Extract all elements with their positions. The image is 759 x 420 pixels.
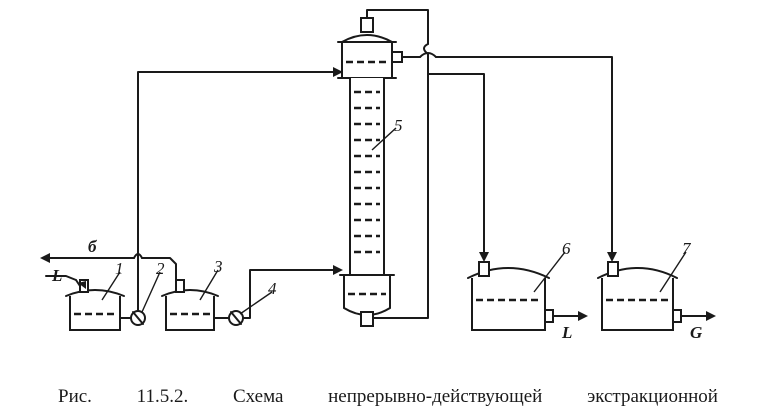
- stream-label-feed: L: [51, 266, 62, 285]
- label-5: 5: [394, 116, 403, 135]
- transfer-pump: [213, 310, 244, 326]
- stream-label-extract: G: [690, 323, 703, 342]
- label-3: 3: [213, 257, 223, 276]
- label-4: 4: [268, 279, 277, 298]
- caption-word: непрерывно-действующей: [328, 386, 543, 407]
- caption-word: 11.5.2.: [136, 386, 189, 407]
- figure-caption: Рис. 11.5.2. Схема непрерывно-действующе…: [58, 386, 718, 408]
- column-trays: [354, 90, 380, 254]
- label-6: 6: [562, 239, 571, 258]
- feed-tank: [65, 279, 125, 331]
- caption-word: Рис.: [58, 386, 92, 407]
- intermediate-tank: [161, 279, 219, 331]
- extraction-column: [337, 17, 403, 327]
- leader-lines: [101, 127, 687, 315]
- label-1: 1: [115, 259, 124, 278]
- label-2: 2: [156, 259, 165, 278]
- extract-receiver: [597, 261, 682, 331]
- label-7: 7: [682, 239, 692, 258]
- stream-label-solvent: б: [88, 237, 98, 256]
- piping: [45, 9, 709, 319]
- feed-pump: [119, 310, 146, 326]
- raffinate-receiver: [467, 261, 554, 331]
- stream-label-raffinate: L: [561, 323, 572, 342]
- caption-word: Схема: [232, 386, 284, 407]
- caption-word: экстракционной: [587, 386, 718, 407]
- flow-arrows: [40, 67, 716, 321]
